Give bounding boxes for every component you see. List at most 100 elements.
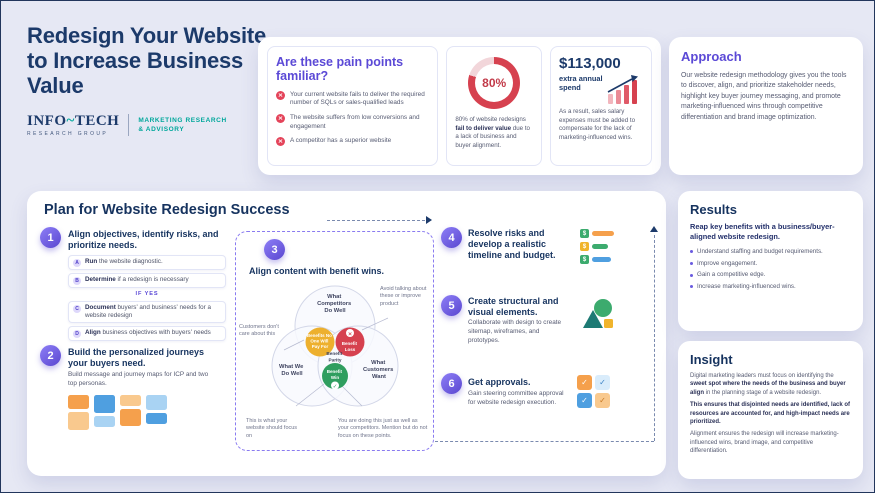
pain-point-item: × Your current website fails to deliver … [276, 90, 429, 108]
venn-callout-left: Customers don't care about this [239, 324, 279, 338]
kanban-column [120, 395, 141, 430]
approach-body: Our website redesign methodology gives y… [681, 72, 847, 121]
spend-amount: $113,000 [559, 55, 621, 72]
step-2-title: Build the personalized journeys your buy… [68, 347, 205, 368]
svg-text:✓: ✓ [333, 384, 338, 390]
results-bullet: Gain a competitive edge. [690, 271, 851, 279]
step-1-badge: 1 [40, 227, 61, 248]
venn-label-we: What We Do Well [279, 364, 305, 377]
step-5-body: Collaborate with design to create sitema… [468, 319, 562, 344]
check-icon: ✓ [595, 393, 610, 408]
arrow-right-icon [426, 216, 432, 224]
check-icon: ✓ [577, 375, 592, 390]
pain-point-text: The website suffers from low conversions… [290, 114, 420, 130]
step-5-title: Create structural and visual elements. [468, 296, 559, 317]
dashed-connector-bottom [435, 441, 654, 442]
bullet-dot-icon [690, 250, 693, 254]
region-benefits-no-one [305, 327, 335, 357]
dashed-connector-vertical [654, 235, 655, 441]
pain-points-panel: Are these pain points familiar? × Your c… [267, 46, 439, 166]
checklist-text: Determine if a redesign is necessary [85, 276, 189, 283]
step-3-title: Align content with benefit wins. [249, 266, 384, 276]
logo-block: INFO~TECH RESEARCH GROUP [27, 113, 119, 137]
arrow-up-icon [650, 226, 658, 232]
budget-row: $ [580, 255, 614, 264]
checklist-item-b: B Determine if a redesign is necessary [68, 273, 226, 288]
alert-icon: × [276, 137, 285, 147]
donut-caption: 80% of website redesigns fail to deliver… [455, 116, 530, 150]
spend-panel: $113,000 extra annual spend As a result,… [550, 46, 652, 166]
spend-row: extra annual spend [559, 74, 643, 104]
pain-point-text: Your current website fails to deliver th… [290, 90, 425, 107]
region-benefit-parity-label: Benefit Parity [326, 351, 343, 363]
results-title: Results [690, 202, 737, 217]
insight-paragraph-3: Alignment ensures the redesign will incr… [690, 431, 839, 455]
step-6-body: Gain steering committee approval for web… [468, 390, 564, 406]
svg-text:×: × [348, 331, 353, 337]
kanban-column [146, 395, 167, 430]
step-2-badge: 2 [40, 345, 61, 366]
donut-panel: 80% 80% of website redesigns fail to del… [446, 46, 542, 166]
alert-icon: × [276, 114, 285, 124]
letter-badge: D [73, 330, 81, 339]
step-6-title: Get approvals. [468, 377, 531, 387]
logo-subtitle: RESEARCH GROUP [27, 131, 109, 137]
letter-badge: A [73, 259, 81, 267]
spend-label: extra annual spend [559, 74, 603, 93]
step-3-badge: 3 [264, 239, 285, 260]
pain-point-text: A competitor has a superior website [290, 137, 392, 145]
checklist-item-d: D Align business objectives with buyers' … [68, 326, 226, 342]
plan-title: Plan for Website Redesign Success [44, 202, 290, 218]
bullet-dot-icon [690, 273, 693, 277]
journey-map-icon [68, 395, 167, 430]
results-subtitle: Reap key benefits with a business/buyer-… [690, 222, 835, 241]
approach-card: Approach Our website redesign methodolog… [669, 37, 863, 175]
donut-value: 80% [482, 76, 507, 90]
bullet-dot-icon [690, 285, 693, 289]
venn-label-customers: What Customers Want [363, 360, 395, 380]
insight-card: Insight Digital marketing leaders must f… [678, 341, 863, 479]
design-shapes-icon [583, 299, 613, 328]
check-icon: ✓ [577, 393, 592, 408]
venn-label-competitors: What Competitors Do Well [317, 294, 353, 314]
spend-caption: As a result, sales salary expenses must … [559, 108, 636, 141]
results-bullet: Improve engagement. [690, 260, 851, 268]
region-benefits-no-one-label: Benefits No One Will Pay For [307, 333, 333, 349]
infotech-logo: INFO~TECH RESEARCH GROUP MARKETING RESEA… [27, 113, 227, 137]
rising-bar-chart-icon [607, 75, 638, 104]
dashed-connector [327, 220, 425, 221]
venn-callout-lines [283, 317, 389, 407]
insight-title: Insight [690, 352, 733, 367]
if-yes-label: IF YES [135, 291, 159, 297]
letter-badge: B [73, 277, 81, 285]
page-title: Redesign Your Website to Increase Busine… [27, 23, 267, 99]
benefit-venn-diagram: What Competitors Do Well What We Do Well… [271, 285, 399, 407]
bullet-dot-icon [690, 262, 693, 266]
insight-paragraph-2: This ensures that disjointed needs are i… [690, 402, 851, 425]
step-2-body: Build message and journey maps for ICP a… [68, 371, 209, 387]
region-benefit-win [322, 363, 348, 389]
logo-tilde-icon: ~ [66, 113, 75, 129]
venn-callout-bottom-right: You are doing this just as well as your … [338, 418, 428, 439]
checklist-text: Document buyers' and business' needs for… [85, 304, 211, 320]
thumbs-up-icon: ✓ [331, 381, 339, 390]
step-5-badge: 5 [441, 295, 462, 316]
checklist-text: Align business objectives with buyers' n… [85, 329, 211, 337]
donut-chart: 80% [468, 57, 521, 109]
approval-checklist-icon: ✓ ✓ ✓ ✓ [577, 375, 610, 408]
step-6-badge: 6 [441, 373, 462, 394]
venn-callout-top-right: Avoid talking about these or improve pro… [380, 286, 427, 307]
results-bullet: Understand staffing and budget requireme… [690, 248, 851, 256]
results-bullet: Increase marketing-influenced wins. [690, 283, 851, 291]
stats-card: Are these pain points familiar? × Your c… [258, 37, 661, 175]
step-1-title: Align objectives, identify risks, and pr… [68, 229, 219, 250]
cross-icon: × [346, 329, 354, 337]
budget-list-icon: $ $ $ [580, 229, 614, 268]
logo-divider [128, 114, 130, 136]
pain-point-item: × The website suffers from low conversio… [276, 114, 429, 131]
step-4-title: Resolve risks and develop a realistic ti… [468, 228, 556, 260]
region-benefit-win-label: Benefit Win [327, 369, 344, 380]
